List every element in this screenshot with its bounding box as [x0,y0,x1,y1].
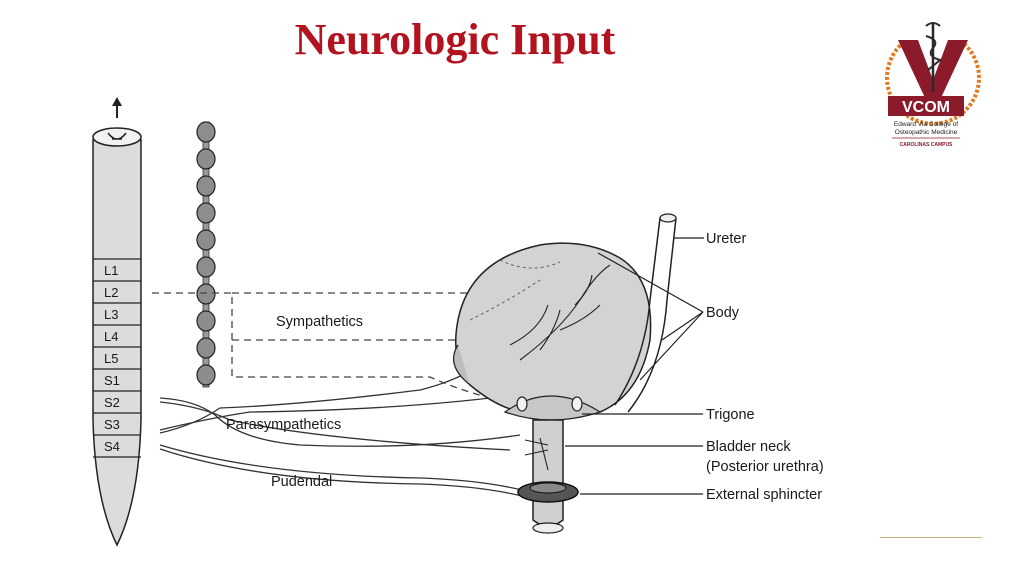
external-sphincter-label: External sphincter [706,487,822,503]
spinal-segment-l5: L5 [104,351,118,366]
vcom-logo: VCOM Edward Via College of Osteopathic M… [885,22,981,148]
spinal-cord [92,127,142,547]
leader-lines [565,237,704,495]
trigone-label: Trigone [706,407,755,423]
sympathetic-chain [196,121,216,388]
slide-title: Neurologic Input [294,15,616,64]
spinal-segment-l1: L1 [104,263,118,278]
spinal-segment-l4: L4 [104,329,118,344]
logo-line3: CAROLINAS CAMPUS [900,142,953,148]
sympathetic-ganglion [196,364,216,386]
sympathetic-ganglion [196,121,216,143]
sympathetic-ganglion [196,256,216,278]
spinal-segment-s2: S2 [104,395,120,410]
bladder [452,242,652,413]
spinal-segment-s4: S4 [104,439,120,454]
external-sphincter [517,481,579,503]
spinal-segment-s3: S3 [104,417,120,432]
pudendal-nerve [159,444,523,497]
sympathetic-ganglion [196,175,216,197]
trigone [503,395,602,421]
logo-line1: Edward Via College of [894,121,958,128]
sympathetic-ganglion [196,229,216,251]
sympathetic-ganglion [196,310,216,332]
pudendal-label: Pudendal [271,474,332,490]
spinal-segment-s1: S1 [104,373,120,388]
sympathetic-pathway [152,291,521,406]
urethra [524,419,564,534]
logo-abbr: VCOM [902,99,950,116]
footer-divider [880,537,982,538]
sympathetic-ganglion [196,337,216,359]
cranial-arrow [112,97,122,118]
body-label: Body [706,305,740,321]
spinal-segment-l2: L2 [104,285,118,300]
bladder-neck-label: Bladder neck [706,439,791,455]
parasympathetics-label: Parasympathetics [226,417,341,433]
sympathetic-ganglion [196,202,216,224]
spinal-segment-l3: L3 [104,307,118,322]
ureter-label: Ureter [706,231,746,247]
ureter [614,213,677,413]
logo-line2: Osteopathic Medicine [895,129,958,136]
sympathetics-label: Sympathetics [276,314,363,330]
sympathetic-ganglion [196,148,216,170]
sympathetic-ganglion [196,283,216,305]
posterior-urethra-label: (Posterior urethra) [706,459,824,475]
